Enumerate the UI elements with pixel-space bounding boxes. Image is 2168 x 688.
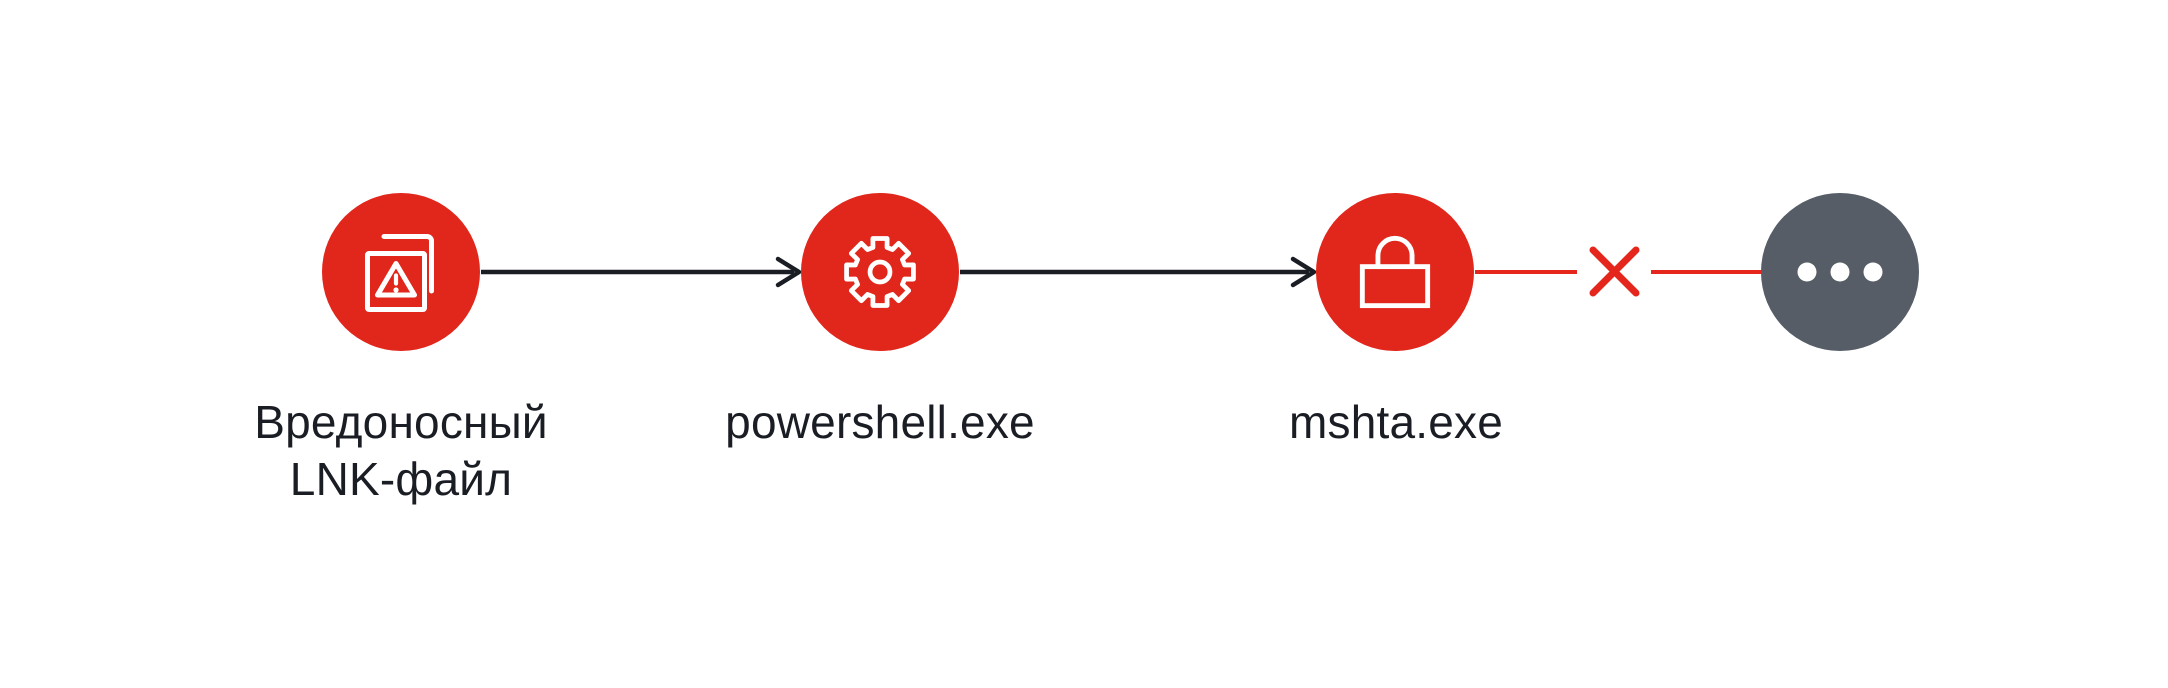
connector-arrow-2 [960, 256, 1317, 288]
node-label-powershell: powershell.exe [725, 396, 1035, 448]
connector-arrow-1 [481, 256, 802, 288]
arrowhead-icon [775, 256, 802, 288]
x-cross-icon [1589, 246, 1640, 297]
lock-icon [1359, 235, 1431, 309]
node-label-mshta: mshta.exe [1288, 396, 1504, 448]
node-label-lnk-file: Вредоносный LNK-файл [254, 396, 548, 505]
node-next-step [1761, 193, 1919, 351]
gear-icon [844, 236, 916, 308]
connector-blocked [1475, 246, 1763, 297]
node-mshta [1316, 193, 1474, 351]
ellipsis-icon [1797, 262, 1883, 282]
arrowhead-icon [1290, 256, 1317, 288]
documents-warning-icon [365, 234, 434, 312]
node-powershell [801, 193, 959, 351]
node-lnk-file [322, 193, 480, 351]
